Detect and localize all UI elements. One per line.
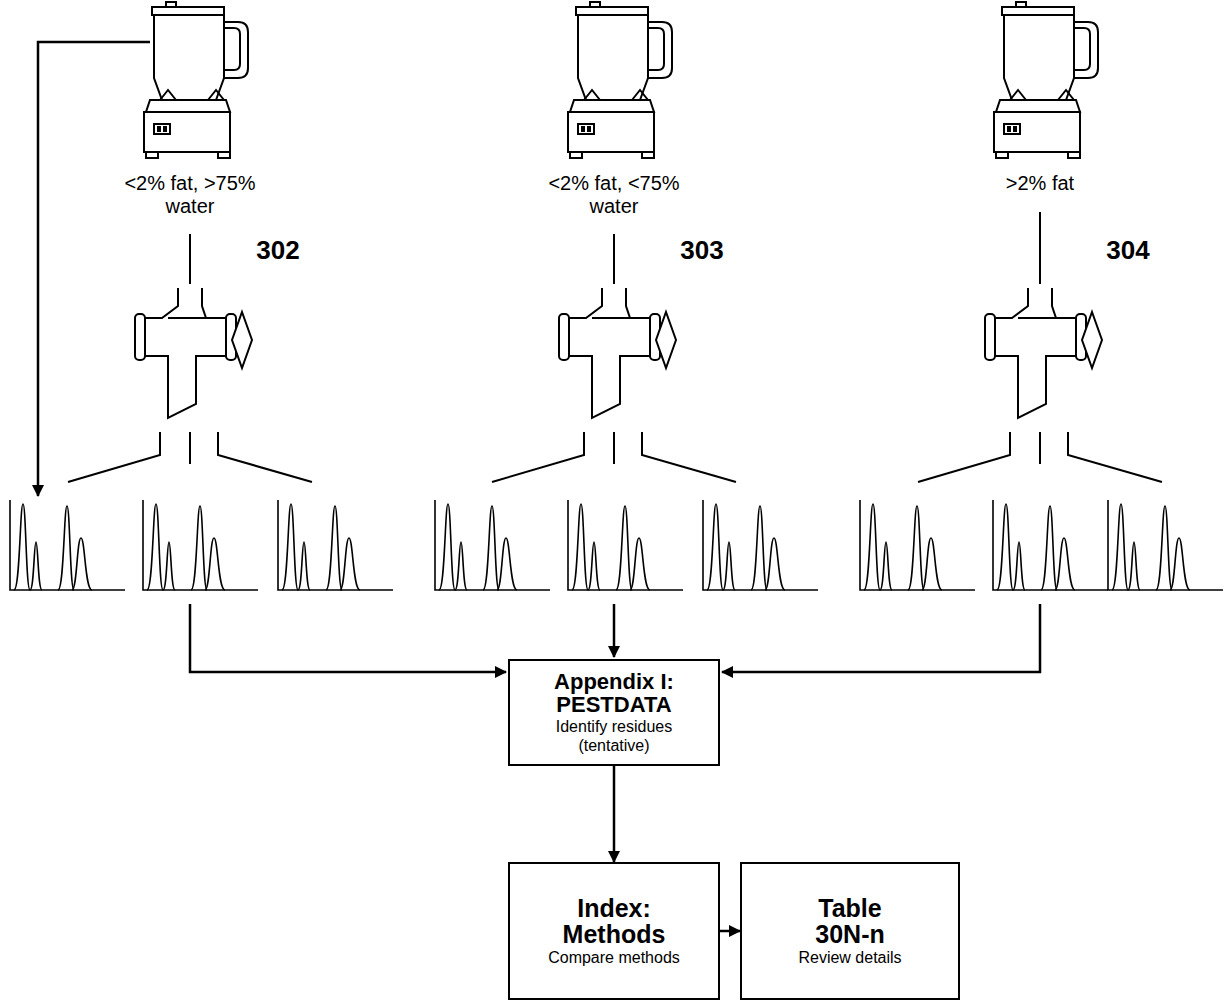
box-note: Identify residues (tentative) xyxy=(518,718,710,755)
box-note: Compare methods xyxy=(548,949,680,967)
sample-type: <2% fat, <75% water xyxy=(534,172,694,218)
sample-type: >2% fat xyxy=(960,172,1120,195)
callout-number: 302 xyxy=(243,236,313,266)
box-heading: Index: Methods xyxy=(554,895,674,948)
process-box: Appendix I: PESTDATAIdentify residues (t… xyxy=(508,659,720,766)
box-heading: Appendix I: PESTDATA xyxy=(539,670,689,716)
flow-arrow xyxy=(613,766,616,862)
flow-arrow xyxy=(720,930,740,933)
sample-type: <2% fat, >75% water xyxy=(110,172,270,218)
box-note: Review details xyxy=(798,949,901,967)
process-box: Index: MethodsCompare methods xyxy=(508,862,720,1000)
box-heading: Table 30N-n xyxy=(800,895,900,948)
callout-number: 304 xyxy=(1093,236,1163,266)
callout-number: 303 xyxy=(667,236,737,266)
process-box: Table 30N-nReview details xyxy=(740,862,960,1000)
